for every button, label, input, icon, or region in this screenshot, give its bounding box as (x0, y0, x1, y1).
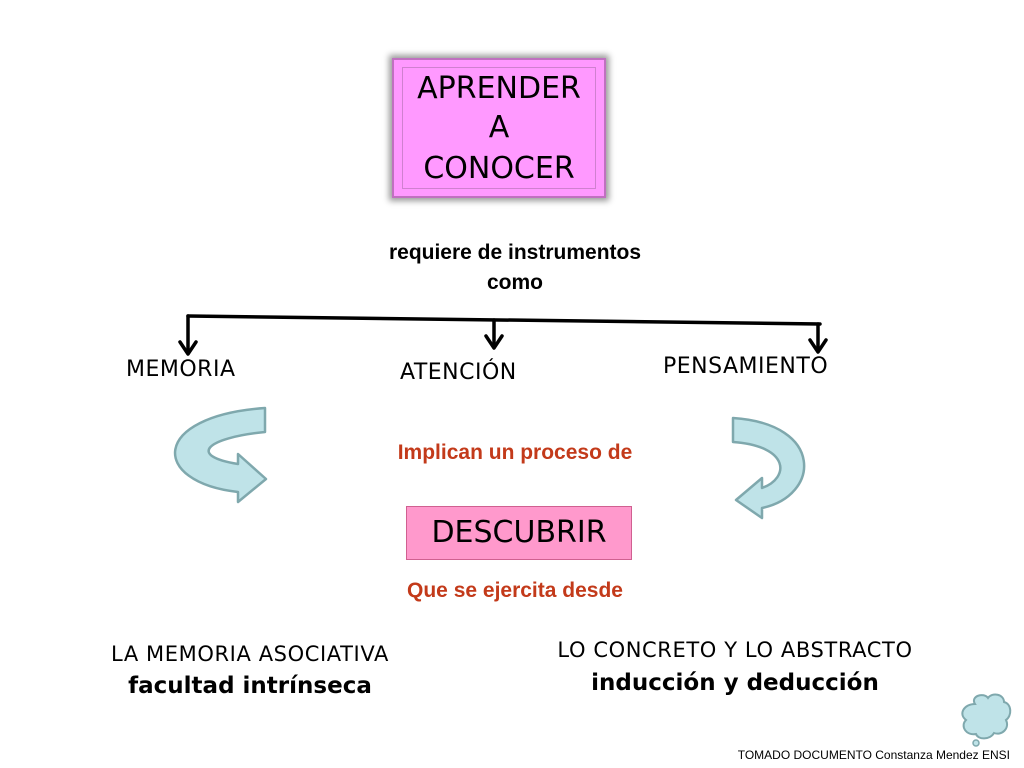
arrow-down-icon (484, 334, 504, 350)
title-line-2: A (488, 110, 510, 145)
left-branch-sub: facultad intrínseca (128, 673, 372, 699)
title-line-3: CONOCER (423, 151, 575, 186)
instrument-atencion: ATENCIÓN (400, 360, 517, 385)
process-box-label: DESCUBRIR (431, 515, 607, 550)
connector-text-line-2: como (486, 271, 543, 294)
title-line-1: APRENDER (417, 71, 581, 106)
speech-cloud-icon (961, 693, 1012, 747)
connector-text-line-1: requiere de instrumentos (388, 241, 642, 264)
process-box (406, 506, 632, 560)
instrument-pensamiento: PENSAMIENTO (663, 354, 829, 379)
process-text: Implican un proceso de (397, 441, 633, 464)
arrow-down-icon (808, 338, 828, 354)
curved-arrow-icon (731, 416, 806, 520)
credit-text: TOMADO DOCUMENTO Constanza Mendez ENSI (737, 748, 1010, 762)
arrow-down-icon (178, 340, 198, 356)
exercise-text: Que se ejercita desde (407, 579, 623, 602)
title-box (392, 58, 606, 198)
connector-text: requiere de instrumentos como (330, 238, 700, 298)
curved-arrow-icon (173, 406, 268, 504)
left-branch-heading: LA MEMORIA ASOCIATIVA (111, 642, 389, 666)
right-branch-sub: inducción y deducción (591, 670, 879, 696)
bracket-line (186, 314, 822, 326)
instrument-memoria: MEMORIA (126, 357, 236, 382)
title-box-inner-border (402, 67, 596, 189)
right-branch-heading: LO CONCRETO Y LO ABSTRACTO (557, 638, 913, 662)
